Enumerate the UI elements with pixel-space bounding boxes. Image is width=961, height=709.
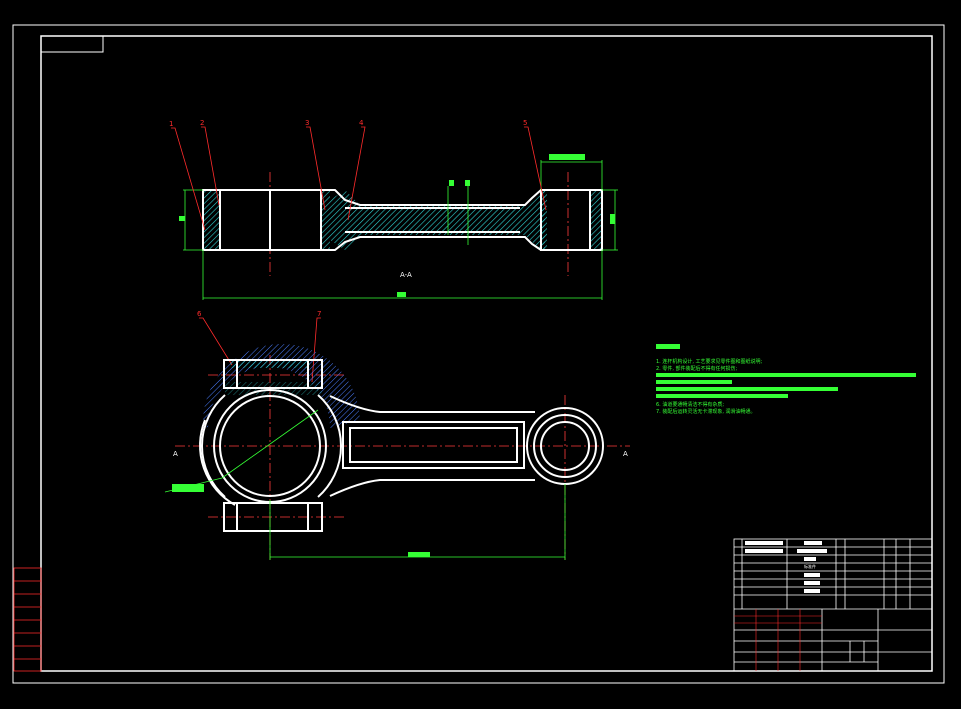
technical-notes: 1. 连杆机构设计, 工艺要求见零件图和图纸说明; 2. 零件, 部件装配后不得… bbox=[656, 344, 916, 415]
note-line-3: 6. 油道要通畅清洁不得有杂质; bbox=[656, 401, 724, 408]
leader-label-2: 2 bbox=[200, 119, 204, 127]
note-line-2: 2. 零件, 部件装配后不得有任何损伤; bbox=[656, 365, 738, 372]
left-margin-stamp bbox=[13, 567, 42, 672]
leader-lines-top bbox=[171, 126, 547, 383]
leader-label-4: 4 bbox=[359, 119, 364, 127]
front-view: A A bbox=[164, 343, 630, 560]
leader-label-7: 7 bbox=[317, 310, 321, 318]
note-line-4: 7. 装配后运转灵活无卡滞现象, 润滑油畅通。 bbox=[656, 408, 756, 415]
leader-label-1: 1 bbox=[169, 120, 173, 128]
section-view-a-a: A-A bbox=[179, 154, 618, 300]
parts-list-heading: 标准件 bbox=[804, 563, 816, 569]
leader-label-3: 3 bbox=[305, 119, 309, 127]
note-line-1: 1. 连杆机构设计, 工艺要求见零件图和图纸说明; bbox=[656, 358, 763, 365]
drawing-frame bbox=[12, 24, 945, 684]
title-block-redgrid bbox=[734, 609, 822, 671]
leader-label-6: 6 bbox=[197, 310, 202, 318]
title-block bbox=[733, 538, 933, 672]
leader-label-5: 5 bbox=[523, 119, 527, 127]
cut-marker-right: A bbox=[623, 450, 628, 458]
section-label: A-A bbox=[400, 271, 412, 279]
cut-marker-left: A bbox=[173, 450, 178, 458]
